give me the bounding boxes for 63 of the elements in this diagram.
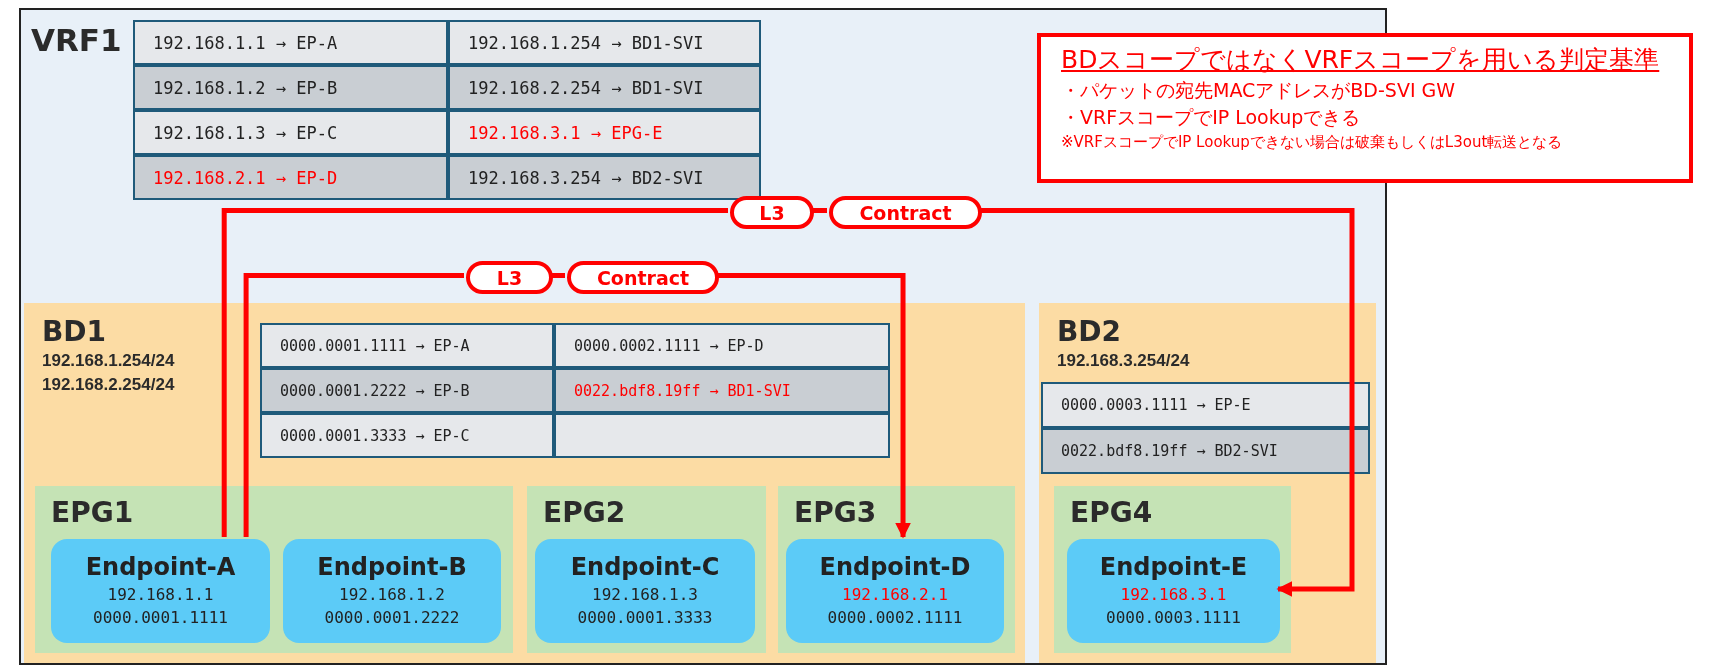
ip-address: 192.168.1.1 [106, 584, 215, 606]
area-title: EPG4 [1070, 496, 1153, 529]
ip-address: 192.168.1.3 [591, 584, 699, 606]
note-footnote: ※VRFスコープでIP Lookupできない場合は破棄もしくはL3out転送となる [1061, 132, 1563, 153]
table-cell: 0000.0003.1111 → EP-E [1041, 382, 1370, 428]
endpoint-box [51, 539, 270, 643]
connector-line [243, 273, 464, 537]
connector-line [812, 208, 827, 213]
endpoint-name: Endpoint-C [569, 552, 721, 583]
connector-line [221, 208, 728, 537]
table-cell: 192.168.1.254 → BD1-SVI [448, 20, 761, 65]
label-pill: Contract [829, 196, 982, 229]
mac-address: 0000.0001.3333 [576, 607, 714, 629]
note-heading: BDスコープではなくVRFスコープを用いる判定基準 [1061, 44, 1660, 76]
table-cell: 192.168.1.1 → EP-A [133, 20, 448, 65]
table-cell: 0000.0001.2222 → EP-B [260, 368, 554, 413]
endpoint-box [283, 539, 501, 643]
ip-address: 192.168.3.1 [1119, 584, 1228, 606]
note-box [1037, 33, 1693, 183]
table-cell: 0000.0001.1111 → EP-A [260, 323, 554, 368]
connector-line [551, 273, 565, 278]
endpoint-box [786, 539, 1004, 643]
arrow [717, 273, 912, 539]
ip-address: 192.168.1.2 [338, 584, 446, 606]
table-cell: 192.168.2.254 → BD1-SVI [448, 65, 761, 110]
table-cell: 0000.0002.1111 → EP-D [554, 323, 890, 368]
area-title: BD2 [1057, 315, 1122, 349]
table-cell: 0000.0001.3333 → EP-C [260, 413, 554, 458]
subnet-text: 192.168.1.254/24 192.168.2.254/24 [42, 350, 176, 396]
endpoint-box [1067, 539, 1280, 643]
epg-area [35, 486, 513, 653]
table-cell: 192.168.3.254 → BD2-SVI [448, 155, 761, 200]
table-cell: 192.168.3.1 → EPG-E [448, 110, 761, 155]
endpoint-name: Endpoint-A [84, 552, 237, 583]
note-text: ・パケットの宛先MACアドレスがBD-SVI GW [1061, 78, 1456, 103]
subnet-text: 192.168.3.254/24 [1057, 350, 1191, 372]
area-title: EPG3 [794, 496, 877, 529]
table-cell: 192.168.1.2 → EP-B [133, 65, 448, 110]
endpoint-name: Endpoint-B [316, 552, 468, 583]
label-pill: Contract [567, 261, 719, 294]
epg-area [527, 486, 766, 653]
mac-address: 0000.0003.1111 [1105, 607, 1242, 629]
table-cell: 192.168.1.3 → EP-C [133, 110, 448, 155]
area-title: BD1 [42, 315, 107, 349]
table-cell: 192.168.2.1 → EP-D [133, 155, 448, 200]
area-title: VRF1 [31, 22, 122, 58]
label-pill: L3 [466, 261, 553, 294]
area-title: EPG2 [543, 496, 626, 529]
mac-address: 0000.0001.2222 [323, 607, 461, 629]
endpoint-name: Endpoint-E [1098, 552, 1249, 583]
table-cell: 0022.bdf8.19ff → BD1-SVI [554, 368, 890, 413]
epg-area [1054, 486, 1291, 653]
endpoint-name: Endpoint-D [818, 552, 972, 583]
mac-address: 0000.0001.1111 [92, 607, 229, 629]
label-pill: L3 [730, 196, 814, 229]
arrow [980, 208, 1355, 597]
ip-address: 192.168.2.1 [841, 584, 949, 606]
mac-address: 0000.0002.1111 [826, 607, 964, 629]
area-title: EPG1 [51, 496, 134, 529]
note-text: ・VRFスコープでIP Lookupできる [1061, 105, 1361, 130]
endpoint-box [535, 539, 755, 643]
table-cell: 0022.bdf8.19ff → BD2-SVI [1041, 428, 1370, 474]
epg-area [778, 486, 1015, 653]
